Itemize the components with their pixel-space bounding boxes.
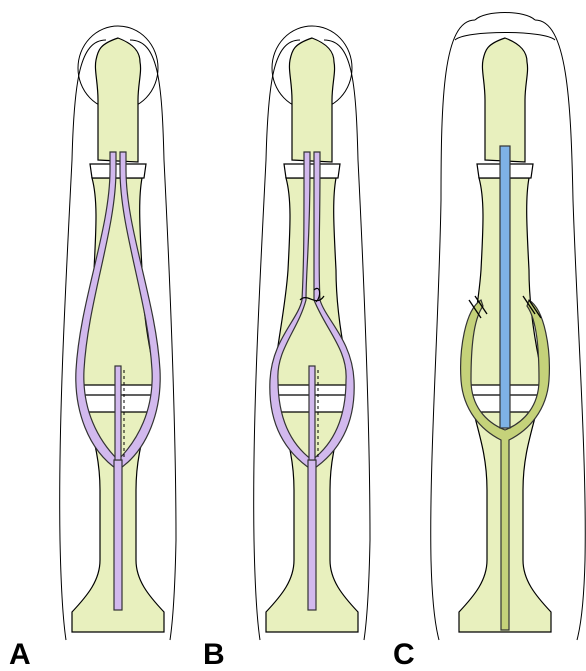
panel-label-a: A (9, 640, 31, 670)
panel-b-finger (254, 26, 370, 640)
panel-c-finger (431, 13, 586, 641)
panel-a-finger (60, 26, 176, 640)
panel-c-central-graft (500, 146, 510, 428)
panel-label-c: C (393, 640, 415, 670)
panel-label-b: B (203, 640, 225, 670)
